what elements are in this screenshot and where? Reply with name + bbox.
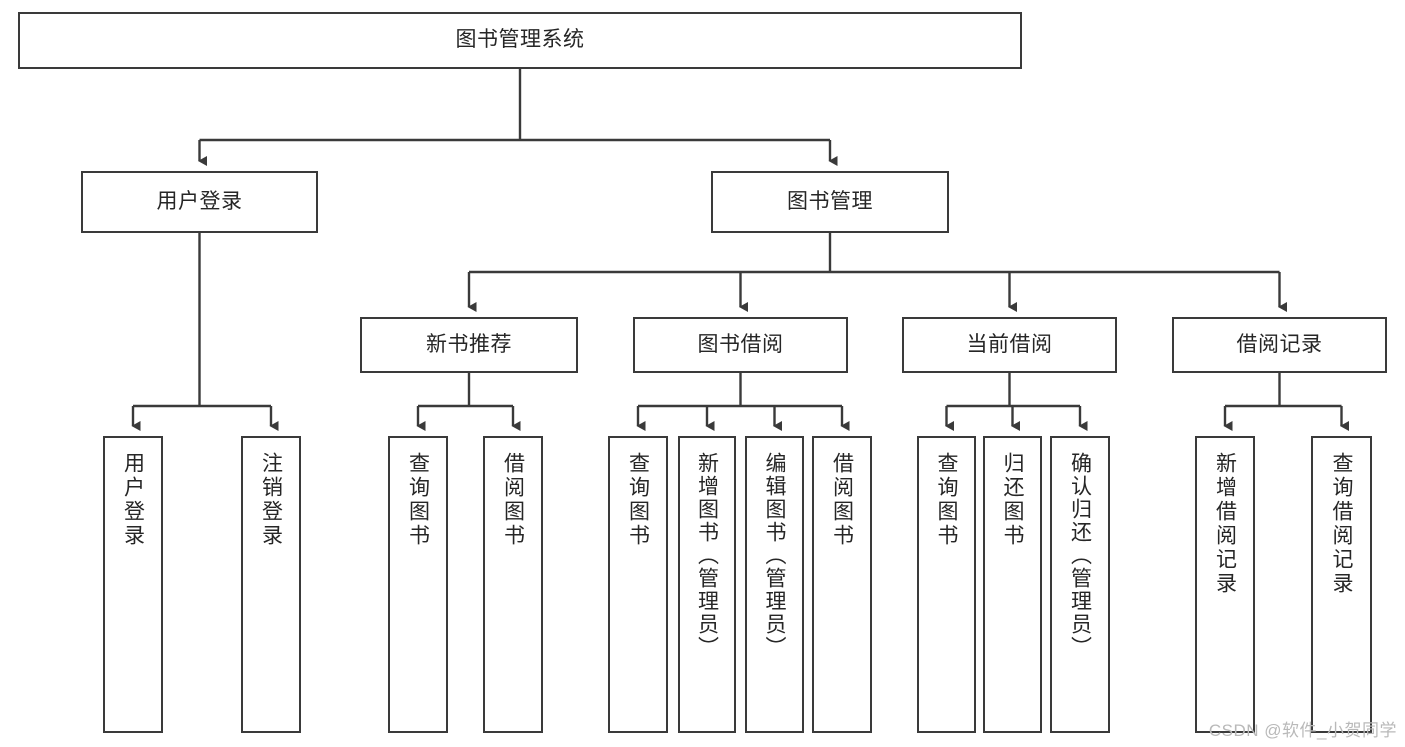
node-leaf-11[interactable]: 新增借阅记录 [1195,436,1255,733]
node-leaf-5-label: 新增图书（管理员） [695,452,719,659]
node-level2-1-label: 图书管理 [787,189,873,213]
node-level3-0-label: 新书推荐 [426,332,512,356]
node-leaf-5[interactable]: 新增图书（管理员） [678,436,736,733]
node-leaf-3[interactable]: 借阅图书 [483,436,543,733]
node-level2-1[interactable]: 图书管理 [711,171,949,233]
node-leaf-12[interactable]: 查询借阅记录 [1311,436,1372,733]
node-leaf-4[interactable]: 查询图书 [608,436,668,733]
node-leaf-7[interactable]: 借阅图书 [812,436,872,733]
node-level2-0[interactable]: 用户登录 [81,171,318,233]
node-leaf-1[interactable]: 注销登录 [241,436,301,733]
node-leaf-6-label: 编辑图书（管理员） [763,452,786,659]
node-level3-3[interactable]: 借阅记录 [1172,317,1387,373]
node-level3-2[interactable]: 当前借阅 [902,317,1117,373]
node-root[interactable]: 图书管理系统 [18,12,1022,69]
node-leaf-11-label: 新增借阅记录 [1213,452,1237,596]
node-leaf-1-label: 注销登录 [259,452,283,548]
node-leaf-0[interactable]: 用户登录 [103,436,163,733]
csdn-watermark: CSDN @软件_小贺同学 [1208,721,1397,740]
node-level3-0[interactable]: 新书推荐 [360,317,578,373]
node-leaf-9[interactable]: 归还图书 [983,436,1042,733]
node-leaf-9-label: 归还图书 [1001,452,1024,548]
node-level3-1-label: 图书借阅 [697,332,784,356]
node-leaf-8[interactable]: 查询图书 [917,436,976,733]
node-leaf-2[interactable]: 查询图书 [388,436,448,733]
node-leaf-4-label: 查询图书 [626,452,650,548]
node-level3-2-label: 当前借阅 [966,332,1053,356]
node-level3-1[interactable]: 图书借阅 [633,317,848,373]
node-level3-3-label: 借阅记录 [1236,332,1323,356]
node-leaf-7-label: 借阅图书 [830,452,854,548]
node-root-label: 图书管理系统 [455,28,585,52]
node-leaf-3-label: 借阅图书 [501,452,525,548]
node-leaf-0-label: 用户登录 [121,452,145,548]
node-leaf-6[interactable]: 编辑图书（管理员） [745,436,804,733]
node-level2-0-label: 用户登录 [156,189,243,213]
node-leaf-12-label: 查询借阅记录 [1330,452,1353,596]
node-leaf-10[interactable]: 确认归还（管理员） [1050,436,1110,733]
node-leaf-8-label: 查询图书 [935,452,958,548]
node-leaf-2-label: 查询图书 [406,452,430,548]
node-leaf-10-label: 确认归还（管理员） [1068,452,1092,659]
